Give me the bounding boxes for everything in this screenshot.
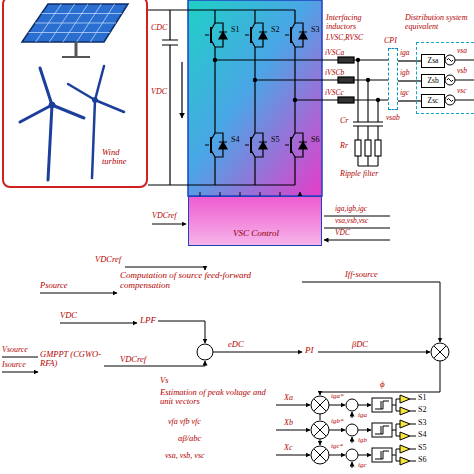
phase-connector	[398, 80, 421, 81]
signal-label: Rr	[340, 142, 348, 151]
signal-label: vfa vfb vfc	[168, 418, 201, 427]
signal-label: iga,igb,igc	[335, 205, 367, 213]
phase-connector	[398, 100, 421, 101]
node-label: Zsa	[428, 57, 439, 65]
signal-label: Psource	[40, 281, 68, 290]
signal-label: ϕ	[380, 380, 385, 390]
switch-label: S1	[418, 394, 426, 403]
switch-label: S3	[311, 26, 319, 35]
signal-label: VDCref	[120, 355, 146, 364]
signal-label: vsc	[457, 87, 467, 95]
cpi-box: CPI	[388, 48, 398, 110]
hysteresis-rows	[276, 395, 416, 468]
switch-label: S2	[271, 26, 279, 35]
control-wires	[2, 267, 449, 445]
pv-panel	[22, 4, 128, 57]
switch-label: S4	[231, 136, 239, 145]
signal-label: VDC	[151, 88, 167, 97]
signal-label: eDC	[228, 340, 244, 349]
signal-label: igb	[400, 69, 410, 77]
switch-label: S6	[418, 456, 426, 465]
switch-label: S5	[271, 136, 279, 145]
signal-label: Xa	[284, 394, 293, 403]
dc-link	[148, 10, 295, 185]
signal-label: iVSCa	[325, 49, 344, 57]
signal-label: VDCref	[95, 255, 121, 264]
signal-label: iga	[400, 49, 410, 57]
signal-label: Interfacing inductors	[326, 14, 384, 32]
signal-label: Xc	[284, 444, 292, 453]
switch-label: S3	[418, 419, 426, 428]
signal-label: GMPPT (CGWO-RFA)	[40, 350, 104, 369]
signal-label: Isource	[2, 361, 26, 370]
impedance-box: Zsa	[421, 54, 445, 68]
signal-label: iga	[358, 412, 367, 420]
node-label: VSC Control	[189, 229, 323, 239]
signal-label: LPF	[140, 316, 156, 326]
signal-label: Estimation of peak voltage and unit vect…	[160, 388, 278, 407]
signal-label: vsb	[457, 67, 467, 75]
signal-label: Ripple filter	[340, 170, 378, 179]
signal-label: Computation of source feed-forward compe…	[120, 271, 300, 291]
signal-label: vsab	[386, 114, 400, 122]
signal-label: PI	[305, 346, 314, 356]
ripple-filter	[353, 58, 383, 166]
switch-label: S2	[418, 406, 426, 415]
signal-label: LVSC,RVSC	[326, 34, 363, 42]
node-label: Zsb	[427, 77, 438, 85]
source-box: Wind turbine	[2, 0, 148, 188]
signal-label: iga*	[331, 393, 343, 401]
signal-label: vsa	[457, 47, 467, 55]
signal-label: Xb	[284, 419, 293, 428]
igbt-switches	[205, 10, 307, 185]
switch-label: S4	[418, 431, 426, 440]
node-label: Distribution system equivalent	[405, 14, 469, 32]
signal-label: Vs	[160, 376, 169, 385]
vsc-bridge	[188, 0, 322, 196]
signal-label: vsa, vsb, vsc	[165, 452, 205, 461]
signal-label: βDC	[352, 340, 368, 349]
signal-label: VDC	[60, 311, 77, 320]
signal-label: Iff-source	[345, 270, 378, 279]
impedance-box: Zsc	[421, 94, 445, 108]
switch-label: S6	[311, 136, 319, 145]
switch-label: S1	[231, 26, 239, 35]
signal-label: vsa,vsb,vsc	[335, 217, 368, 225]
signal-label: igc	[400, 89, 409, 97]
signal-label: CDC	[151, 24, 167, 33]
signal-label: igb	[358, 437, 367, 445]
node-label: CPI	[384, 37, 397, 46]
ac-sources	[444, 55, 474, 105]
node-label: Zsc	[428, 97, 439, 105]
control-box: VSC Control	[188, 196, 322, 246]
node-label: Wind turbine	[102, 148, 146, 167]
phase-connector	[398, 60, 421, 61]
signal-label: VDC	[335, 229, 350, 237]
signal-label: igc*	[331, 443, 343, 451]
phase-wires	[215, 57, 388, 103]
signal-label: igc	[358, 462, 367, 470]
switch-label: S5	[418, 444, 426, 453]
signal-label: αβ/abc	[178, 434, 201, 443]
impedance-box: Zsb	[421, 74, 445, 88]
signal-label: VDCref	[152, 212, 177, 221]
signal-label: iVSCb	[325, 69, 344, 77]
distribution-box: Distribution system equivalentZsaZsbZsc	[416, 42, 474, 114]
signal-label: iVSCc	[325, 89, 344, 97]
signal-label: igb*	[331, 418, 343, 426]
signal-label: Cr	[340, 117, 348, 126]
signal-label: Vsource	[2, 346, 28, 355]
